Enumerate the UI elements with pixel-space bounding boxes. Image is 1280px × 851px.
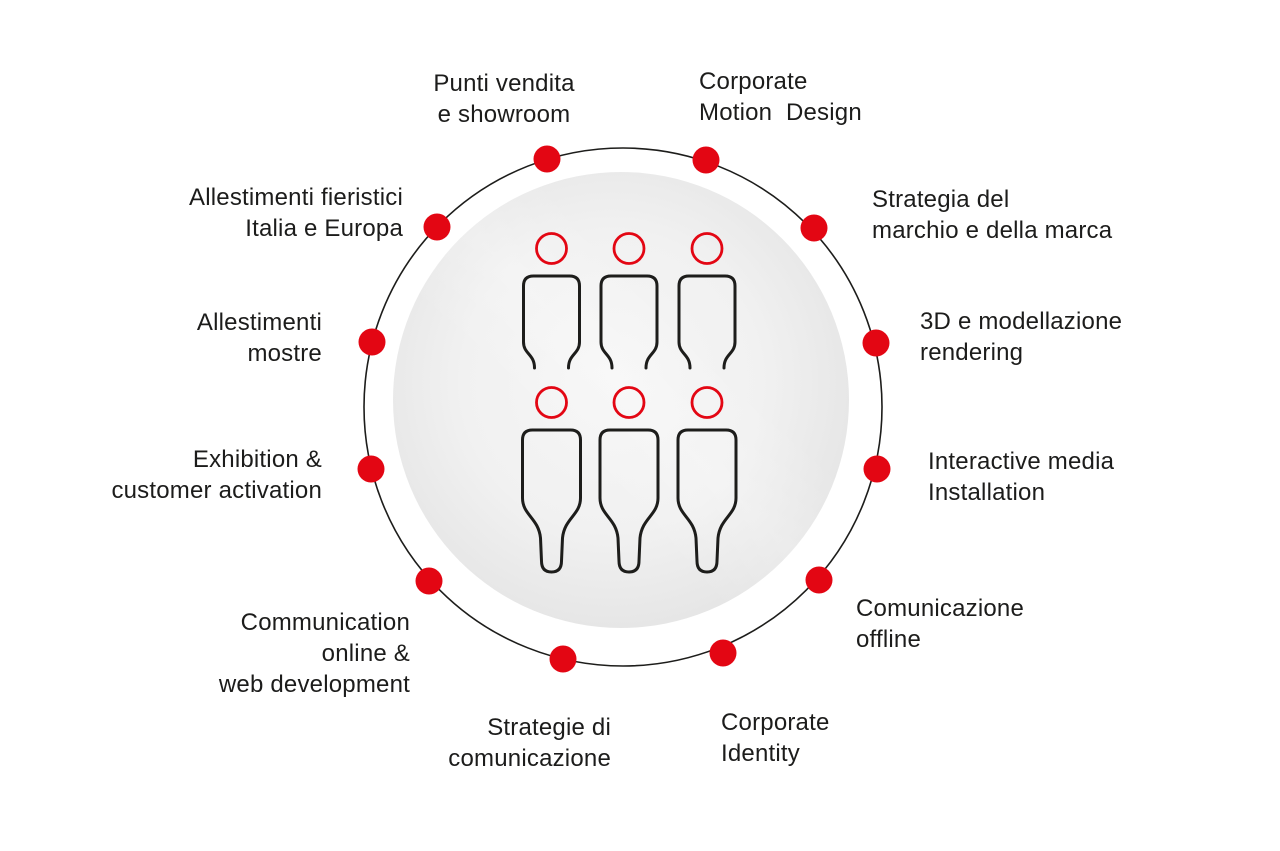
label-corporate-identity: Corporate Identity xyxy=(721,709,830,767)
label-strategie-comunicazione: Strategie di comunicazione xyxy=(448,714,611,772)
inner-disc-sheen xyxy=(393,172,849,628)
person-head-icon xyxy=(690,232,724,265)
service-node-dot xyxy=(533,145,561,173)
person-icon xyxy=(522,232,581,370)
label-interactive-media: Interactive media Installation xyxy=(928,448,1115,506)
service-node-dot xyxy=(358,328,386,356)
label-communication-online: Communication online & web development xyxy=(218,609,410,698)
person-head-icon xyxy=(690,386,724,419)
service-node-dot xyxy=(800,214,828,242)
label-allestimenti-fieristici: Allestimenti fieristici Italia e Europa xyxy=(189,184,403,242)
label-allestimenti-mostre: Allestimenti mostre xyxy=(196,309,322,367)
service-nodes xyxy=(357,145,891,673)
person-icon xyxy=(598,386,660,574)
people-group xyxy=(521,232,738,574)
person-head-icon xyxy=(612,232,646,265)
service-node-dot xyxy=(549,645,577,673)
label-3d-modellazione: 3D e modellazione rendering xyxy=(920,308,1123,366)
label-strategia-del-marchio: Strategia del marchio e della marca xyxy=(872,186,1113,244)
service-node-dot xyxy=(805,566,833,594)
service-node-dot xyxy=(423,213,451,241)
label-exhibition-customer: Exhibition & customer activation xyxy=(111,446,322,504)
person-head-icon xyxy=(535,386,568,419)
person-head-icon xyxy=(535,232,568,265)
service-node-dot xyxy=(357,455,385,483)
service-node-dot xyxy=(415,567,443,595)
person-icon xyxy=(676,386,738,574)
outer-ring xyxy=(363,147,883,667)
label-comunicazione-offline: Comunicazione offline xyxy=(856,595,1025,653)
service-node-dot xyxy=(692,146,720,174)
service-node-dot xyxy=(862,329,890,357)
person-icon xyxy=(521,386,582,574)
person-head-icon xyxy=(612,386,646,419)
service-node-dot xyxy=(709,639,737,667)
service-node-dot xyxy=(863,455,891,483)
label-corporate-motion-design: Corporate Motion Design xyxy=(699,68,862,126)
person-icon xyxy=(677,232,737,370)
person-icon xyxy=(599,232,659,370)
label-punti-vendita: Punti vendita e showroom xyxy=(433,70,575,128)
